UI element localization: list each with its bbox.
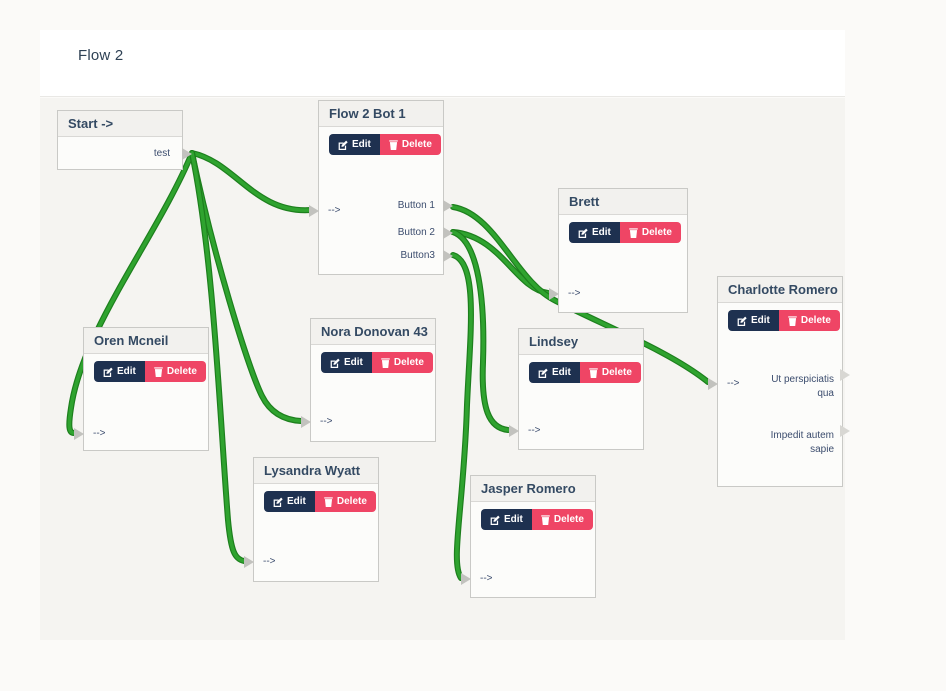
- edit-button[interactable]: Edit: [264, 491, 315, 512]
- node-title[interactable]: Charlotte Romero: [718, 277, 842, 303]
- node-title[interactable]: Nora Donovan 43: [311, 319, 435, 345]
- connector-arrow-icon[interactable]: [549, 288, 559, 300]
- input-port[interactable]: -->: [263, 556, 276, 567]
- edit-button-label: Edit: [352, 139, 371, 150]
- node-oren-mcneil[interactable]: Oren Mcneil Edit Delete -->: [74, 327, 209, 451]
- connector-stub-icon[interactable]: [840, 369, 850, 381]
- edit-button-label: Edit: [751, 315, 770, 326]
- edit-button-label: Edit: [287, 496, 306, 507]
- node-title[interactable]: Jasper Romero: [471, 476, 595, 502]
- delete-button[interactable]: Delete: [778, 310, 840, 331]
- trash-icon: [541, 514, 550, 525]
- delete-button[interactable]: Delete: [144, 361, 206, 382]
- edit-button[interactable]: Edit: [529, 362, 580, 383]
- input-port[interactable]: -->: [528, 425, 541, 436]
- delete-button[interactable]: Delete: [619, 222, 681, 243]
- edit-button-label: Edit: [344, 357, 363, 368]
- output-port-button3[interactable]: Button3: [400, 250, 435, 261]
- node-brett[interactable]: Brett Edit Delete -->: [549, 188, 688, 313]
- edit-button[interactable]: Edit: [569, 222, 620, 243]
- input-port[interactable]: -->: [93, 428, 106, 439]
- node-lysandra-wyatt[interactable]: Lysandra Wyatt Edit Delete -->: [244, 457, 379, 582]
- node-title[interactable]: Brett: [559, 189, 687, 215]
- delete-button-label: Delete: [553, 514, 584, 525]
- output-port-impedit-autem[interactable]: Impedit autem sapie: [770, 430, 834, 455]
- delete-button-label: Delete: [393, 357, 424, 368]
- node-title[interactable]: Lysandra Wyatt: [254, 458, 378, 484]
- edit-button-label: Edit: [504, 514, 523, 525]
- connector-arrow-icon[interactable]: [509, 425, 519, 437]
- node-lindsey[interactable]: Lindsey Edit Delete -->: [509, 328, 644, 450]
- delete-button-label: Delete: [401, 139, 432, 150]
- trash-icon: [154, 366, 163, 377]
- input-port[interactable]: -->: [480, 573, 493, 584]
- connector-arrow-icon[interactable]: [443, 200, 453, 212]
- page-title: Flow 2: [78, 47, 124, 64]
- connector-arrow-icon[interactable]: [708, 378, 718, 390]
- delete-button-label: Delete: [166, 366, 197, 377]
- delete-button-label: Delete: [800, 315, 831, 326]
- edit-button[interactable]: Edit: [321, 352, 372, 373]
- delete-button[interactable]: Delete: [379, 134, 441, 155]
- edit-button[interactable]: Edit: [329, 134, 380, 155]
- node-jasper-romero[interactable]: Jasper Romero Edit Delete -->: [461, 475, 596, 598]
- input-port[interactable]: -->: [320, 416, 333, 427]
- trash-icon: [788, 315, 797, 326]
- delete-button[interactable]: Delete: [371, 352, 433, 373]
- node-flow2bot1[interactable]: Flow 2 Bot 1 Edit Delete --> Button 1 Bu…: [309, 100, 453, 275]
- pencil-square-icon: [330, 358, 340, 368]
- connector-arrow-icon[interactable]: [182, 148, 192, 160]
- edit-button[interactable]: Edit: [94, 361, 145, 382]
- edit-button[interactable]: Edit: [728, 310, 779, 331]
- delete-button[interactable]: Delete: [314, 491, 376, 512]
- pencil-square-icon: [273, 497, 283, 507]
- edit-button-label: Edit: [592, 227, 611, 238]
- connector-arrow-icon[interactable]: [461, 573, 471, 585]
- delete-button[interactable]: Delete: [579, 362, 641, 383]
- input-port[interactable]: -->: [568, 288, 581, 299]
- trash-icon: [381, 357, 390, 368]
- trash-icon: [324, 496, 333, 507]
- output-port-test[interactable]: test: [153, 148, 170, 159]
- pencil-square-icon: [578, 228, 588, 238]
- connector-arrow-icon[interactable]: [309, 205, 319, 217]
- delete-button[interactable]: Delete: [531, 509, 593, 530]
- connector-arrow-icon[interactable]: [443, 227, 453, 239]
- edit-button-label: Edit: [117, 366, 136, 377]
- input-port[interactable]: -->: [727, 378, 740, 389]
- pencil-square-icon: [737, 316, 747, 326]
- pencil-square-icon: [103, 367, 113, 377]
- trash-icon: [389, 139, 398, 150]
- pencil-square-icon: [490, 515, 500, 525]
- connector-arrow-icon[interactable]: [244, 556, 254, 568]
- node-title[interactable]: Oren Mcneil: [84, 328, 208, 354]
- connector-arrow-icon[interactable]: [301, 416, 311, 428]
- node-title[interactable]: Lindsey: [519, 329, 643, 355]
- connector-arrow-icon[interactable]: [443, 250, 453, 262]
- delete-button-label: Delete: [601, 367, 632, 378]
- edit-button-label: Edit: [552, 367, 571, 378]
- delete-button-label: Delete: [336, 496, 367, 507]
- connector-stub-icon[interactable]: [840, 425, 850, 437]
- node-nora-donovan[interactable]: Nora Donovan 43 Edit Delete -->: [301, 318, 436, 442]
- delete-button-label: Delete: [641, 227, 672, 238]
- flow-header: Flow 2: [40, 30, 845, 97]
- output-port-button2[interactable]: Button 2: [397, 227, 435, 238]
- trash-icon: [589, 367, 598, 378]
- pencil-square-icon: [338, 140, 348, 150]
- node-start[interactable]: Start -> test: [57, 110, 192, 170]
- output-port-ut-perspiciatis[interactable]: Ut perspiciatis qua: [771, 374, 834, 399]
- input-port[interactable]: -->: [328, 205, 341, 216]
- node-title[interactable]: Flow 2 Bot 1: [319, 101, 443, 127]
- output-port-button1[interactable]: Button 1: [397, 200, 435, 211]
- node-charlotte-romero[interactable]: Charlotte Romero Edit Delete --> Ut pers…: [708, 276, 850, 487]
- trash-icon: [629, 227, 638, 238]
- pencil-square-icon: [538, 368, 548, 378]
- edit-button[interactable]: Edit: [481, 509, 532, 530]
- node-title[interactable]: Start ->: [58, 111, 182, 137]
- connector-arrow-icon[interactable]: [74, 428, 84, 440]
